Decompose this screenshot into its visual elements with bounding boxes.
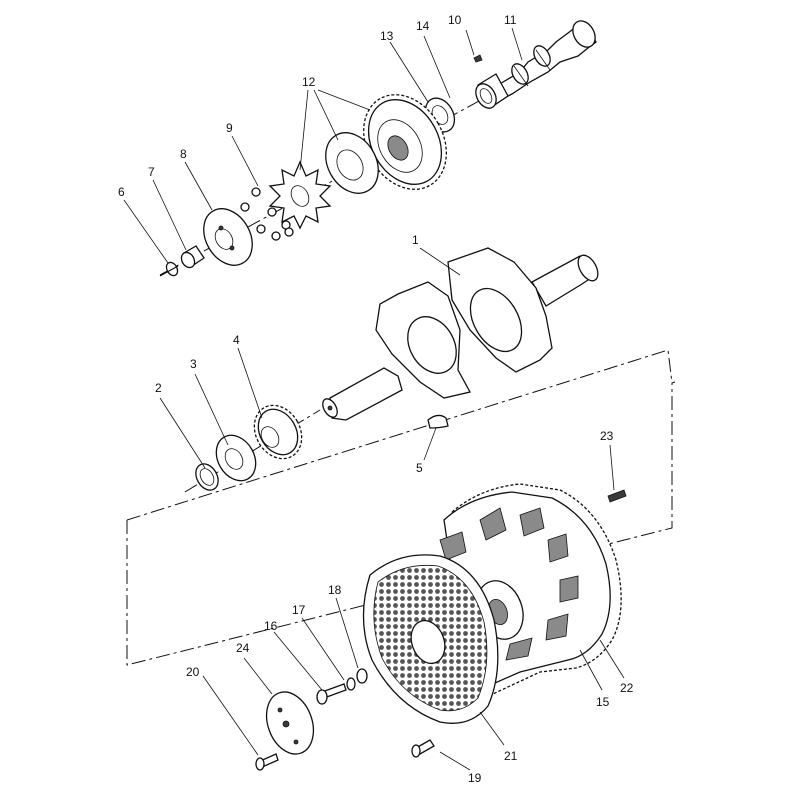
callout-4: 4 (233, 333, 240, 347)
callout-15: 15 (596, 695, 610, 709)
screen-screw-part (411, 739, 435, 758)
bushing-part (180, 245, 205, 269)
woodruff-key-part (473, 54, 483, 63)
callout-18: 18 (328, 583, 342, 597)
flywheel-bolt-part (316, 683, 347, 705)
callout-9: 9 (226, 121, 233, 135)
callout-11: 11 (504, 13, 517, 27)
governor-cup-part (203, 208, 253, 266)
callout-8: 8 (180, 147, 187, 161)
callout-22: 22 (620, 681, 634, 695)
callout-13: 13 (380, 29, 394, 43)
callout-2: 2 (155, 381, 162, 395)
callout-1: 1 (412, 233, 419, 247)
callout-17: 17 (292, 603, 306, 617)
retaining-plate-part (265, 691, 315, 755)
governor-spider-part (268, 160, 332, 230)
crank-key-part (427, 414, 449, 429)
callout-10: 10 (448, 13, 462, 27)
plate-screw-part (255, 753, 279, 771)
retaining-clip-part (159, 261, 179, 277)
callout-6: 6 (118, 185, 125, 199)
snap-ring-part (195, 463, 219, 491)
camshaft-part (497, 20, 597, 101)
callout-20: 20 (186, 665, 200, 679)
callout-16: 16 (264, 619, 278, 633)
callout-24: 24 (236, 641, 250, 655)
governor-balls-part (240, 187, 294, 241)
crank-gear-part (253, 404, 303, 460)
callout-19: 19 (468, 771, 482, 785)
assembly-outline (126, 349, 676, 666)
rotating-screen-part (362, 554, 499, 724)
leader-lines (123, 27, 625, 771)
washers-part (346, 668, 368, 691)
callout-5: 5 (416, 461, 423, 475)
callout-3: 3 (190, 357, 197, 371)
callout-14: 14 (416, 19, 430, 33)
callout-12: 12 (302, 75, 316, 89)
callout-21: 21 (504, 749, 518, 763)
callout-7: 7 (148, 165, 155, 179)
crankshaft-part (322, 247, 599, 421)
flywheel-key-part (607, 489, 627, 503)
bearing-sleeve-part (475, 73, 509, 109)
callout-23: 23 (600, 429, 614, 443)
